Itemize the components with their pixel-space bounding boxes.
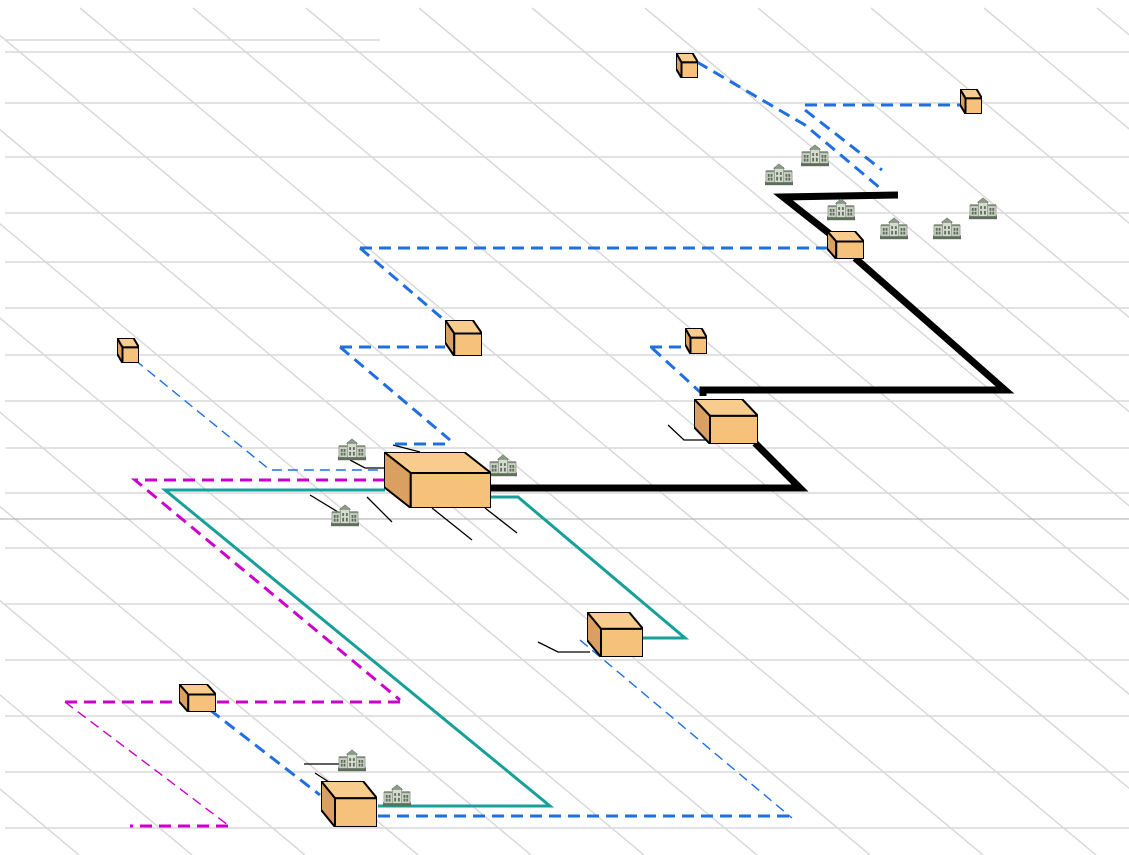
- grid-line-diagonal: [0, 411, 532, 855]
- black-trunk-line: [699, 255, 1015, 396]
- blue-dashed-link: [579, 639, 793, 819]
- building-icon: [331, 504, 359, 527]
- node-box-icon: [960, 89, 982, 114]
- node-box-icon: [445, 320, 482, 356]
- teal-link: [160, 488, 555, 808]
- node-box-icon: [685, 328, 707, 354]
- black-trunk-line: [490, 440, 809, 492]
- node-box-icon: [827, 231, 864, 259]
- access-line: [309, 494, 339, 513]
- building-icon: [338, 438, 366, 461]
- grid-line-diagonal: [0, 317, 645, 855]
- grid-line-diagonal: [870, 7, 1129, 225]
- node-box-icon: [321, 781, 377, 827]
- access-line: [366, 496, 393, 523]
- grid-line-diagonal: [0, 34, 984, 855]
- blue-dashed-link: [696, 60, 881, 190]
- access-line: [392, 444, 421, 453]
- building-icon: [801, 144, 829, 167]
- grid-line-diagonal: [192, 7, 1129, 790]
- grid-line-diagonal: [0, 599, 306, 855]
- access-lines: [304, 424, 708, 785]
- building-icon: [880, 217, 908, 240]
- grid-line-diagonal: [0, 693, 193, 855]
- grid-line-diagonal: [305, 7, 1129, 696]
- blue-dashed-link: [359, 246, 451, 327]
- blue-dashed-link: [804, 108, 883, 172]
- teal-links: [160, 488, 690, 808]
- node-box-icon: [384, 452, 491, 508]
- grid-line-diagonal: [531, 7, 1129, 507]
- black-trunk-line: [773, 191, 899, 241]
- grid-line-diagonal: [757, 7, 1129, 319]
- building-icon: [383, 784, 411, 807]
- magenta-dashed-link: [130, 478, 401, 702]
- access-line: [484, 507, 518, 534]
- teal-link: [490, 495, 690, 640]
- blue-dashed-link: [209, 708, 321, 797]
- building-icon: [969, 197, 997, 220]
- grid-line-diagonal: [0, 128, 871, 855]
- grid-line-diagonal: [418, 7, 1129, 601]
- nodes: [117, 53, 982, 827]
- access-line: [537, 641, 590, 653]
- access-line: [431, 507, 473, 541]
- node-box-icon: [179, 684, 216, 712]
- blue-dashed-links: [134, 60, 962, 819]
- black-trunk: [490, 191, 1015, 492]
- node-box-icon: [676, 53, 698, 78]
- building-icon: [827, 198, 855, 221]
- building-icon: [489, 454, 517, 477]
- building-icon: [338, 749, 366, 772]
- grid-line-diagonal: [0, 505, 419, 855]
- building-icon: [765, 163, 793, 186]
- node-box-icon: [117, 338, 139, 363]
- grid-line-diagonal: [0, 222, 758, 855]
- node-box-icon: [587, 612, 643, 657]
- blue-dashed-link: [650, 346, 702, 394]
- blue-dashed-link: [339, 345, 451, 442]
- node-box-icon: [694, 399, 758, 444]
- grid-line-diagonal: [79, 7, 1097, 855]
- grid-line-diagonal: [1096, 7, 1129, 36]
- building-icon: [933, 217, 961, 240]
- magenta-dashed-link: [64, 701, 229, 826]
- access-line: [349, 459, 386, 469]
- background-grid: [0, 7, 1129, 855]
- magenta-dashed-links: [64, 478, 401, 828]
- access-line: [667, 424, 708, 441]
